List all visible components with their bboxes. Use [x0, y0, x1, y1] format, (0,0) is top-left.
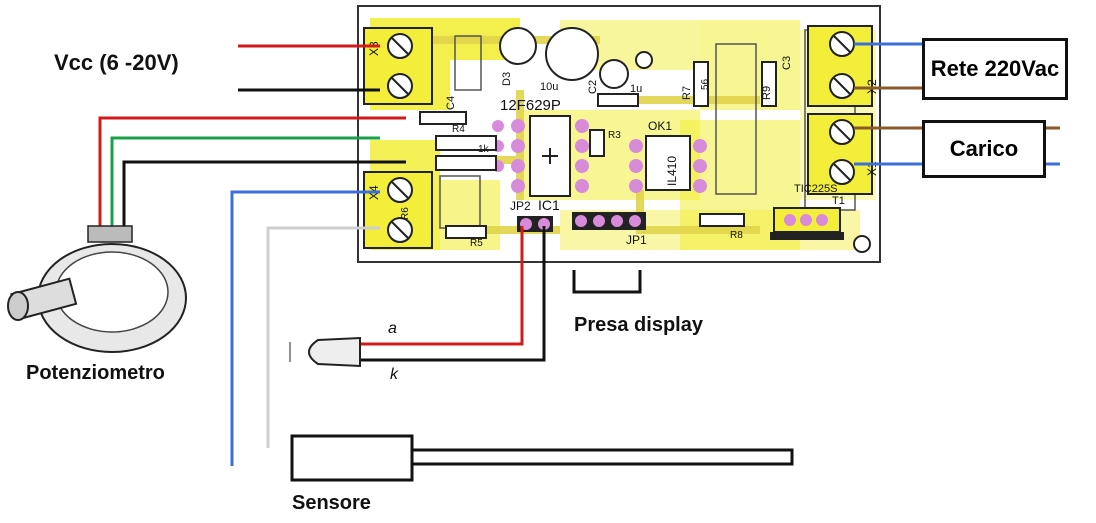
silk-r8: R8 — [730, 230, 743, 241]
silk-t1: T1 — [832, 195, 845, 207]
terminal-block-x4 — [363, 171, 433, 249]
silk-ic1: IC1 — [538, 197, 560, 213]
led-sensor — [289, 336, 361, 368]
silk-il410: IL410 — [665, 156, 679, 186]
silk-ok1: OK1 — [648, 119, 672, 133]
silk-r5: R5 — [470, 238, 483, 249]
display-connector-bracket — [572, 270, 642, 294]
terminal-block-x3 — [363, 27, 433, 105]
label-carico-box: Carico — [922, 120, 1046, 178]
resistors — [419, 61, 777, 239]
label-rete: Rete 220Vac — [930, 56, 1060, 81]
label-anode: a — [388, 320, 397, 337]
silk-r7: R7 — [681, 86, 693, 100]
silk-1k: 1k — [478, 144, 490, 155]
potentiometer — [7, 225, 187, 353]
silk-triac: TIC225S — [794, 183, 837, 195]
terminal-block-x1 — [807, 113, 873, 195]
silk-r3: R3 — [608, 130, 621, 141]
silk-56: 56 — [700, 78, 711, 90]
vcc-wires — [238, 44, 380, 92]
silk-ic-label: 12F629P — [500, 97, 561, 114]
pot-wires — [98, 116, 406, 228]
label-rete-box: Rete 220Vac — [922, 38, 1068, 100]
label-carico: Carico — [949, 136, 1019, 161]
silk-1u: 1u — [630, 83, 642, 95]
terminal-block-x2 — [807, 25, 873, 107]
temperature-sensor — [290, 434, 794, 482]
silk-x3: X3 — [367, 41, 381, 56]
led-wires — [360, 226, 546, 362]
silk-r4: R4 — [452, 124, 465, 135]
triac-t1 — [770, 207, 844, 240]
silk-c2: C2 — [587, 80, 599, 94]
label-vcc: Vcc (6 -20V) — [54, 50, 179, 75]
silk-r9: R9 — [761, 86, 773, 100]
label-presa-display: Presa display — [574, 314, 703, 336]
label-cathode: k — [390, 366, 398, 383]
pcb-silkscreen: X3 X4 X2 X1 C4 D3 12F629P IC1 OK1 IL410 … — [367, 41, 879, 249]
label-sensore: Sensore — [292, 492, 371, 514]
ic-pads — [492, 119, 707, 193]
sensor-wires — [230, 190, 380, 466]
electrolytic-caps — [499, 27, 871, 253]
silk-c4: C4 — [445, 96, 457, 110]
silk-jp1: JP1 — [626, 233, 647, 247]
silk-d3: D3 — [501, 72, 513, 86]
ic1-chip — [529, 115, 571, 197]
silk-10u: 10u — [540, 81, 558, 93]
label-potenziometro: Potenziometro — [26, 362, 165, 384]
silk-x2: X2 — [865, 79, 879, 94]
ok1-optocoupler — [645, 135, 691, 191]
silk-r6: R6 — [400, 207, 411, 220]
jp1-header — [572, 212, 646, 230]
silk-jp2: JP2 — [510, 199, 531, 213]
silk-c3: C3 — [781, 56, 793, 70]
